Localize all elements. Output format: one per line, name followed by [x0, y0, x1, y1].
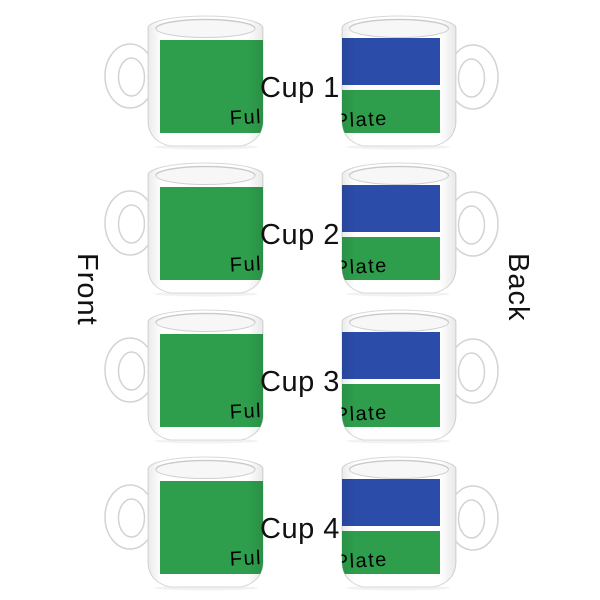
cup-label: Cup 4 — [260, 513, 340, 545]
cup-row-4: Cup 4 — [0, 455, 600, 592]
cup-row-3: Cup 3 — [0, 308, 600, 445]
back-mug-image — [338, 455, 500, 591]
cup-label: Cup 2 — [260, 219, 340, 251]
cup-row-2: Cup 2 — [0, 161, 600, 298]
cup-label: Cup 3 — [260, 366, 340, 398]
back-mug-image — [338, 14, 500, 150]
front-side-label: Front — [71, 253, 103, 326]
cup-label: Cup 1 — [260, 72, 340, 104]
back-mug-image — [338, 308, 500, 444]
back-mug-image — [338, 161, 500, 297]
cup-row-1: Cup 1 — [0, 14, 600, 151]
back-side-label: Back — [502, 253, 534, 322]
